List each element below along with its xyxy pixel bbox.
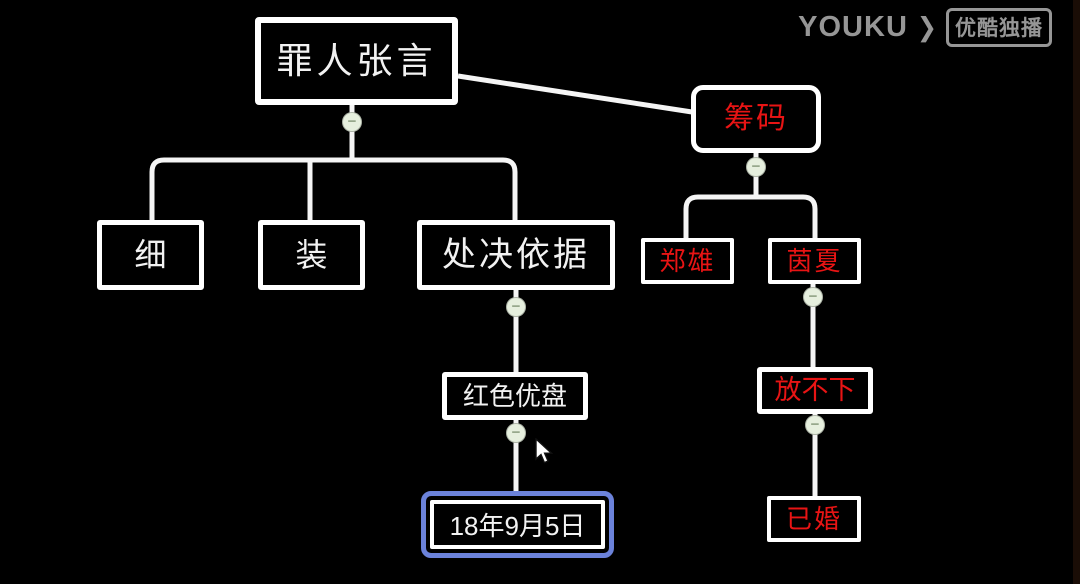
node-date-selected[interactable]: 18年9月5日 (421, 491, 614, 558)
node-cant-let-go-label: 放不下 (774, 375, 856, 405)
minus-icon: − (751, 158, 761, 175)
play-chevron-icon: ❯ (916, 12, 937, 43)
node-zheng-xiong-label: 郑雄 (659, 246, 716, 276)
node-yin-xia-label: 茵夏 (786, 246, 843, 276)
collapse-toggle-yin-xia[interactable]: − (803, 287, 823, 307)
exclusive-badge: 优酷独播 (946, 8, 1052, 47)
collapse-toggle-root[interactable]: − (342, 112, 362, 132)
minus-icon: − (511, 424, 521, 441)
node-red-usb-label: 红色优盘 (462, 381, 567, 411)
collapse-toggle-execution-basis[interactable]: − (506, 297, 526, 317)
collapse-toggle-chips[interactable]: − (746, 157, 766, 177)
minus-icon: − (810, 416, 820, 433)
youku-logo-text: YOUKU (798, 10, 908, 43)
node-date-label: 18年9月5日 (449, 511, 586, 541)
connector-line (683, 194, 818, 242)
node-execution-basis-label: 处决依据 (442, 236, 590, 274)
minus-icon: − (511, 298, 521, 315)
node-married[interactable]: 已婚 (767, 496, 861, 542)
minus-icon: − (347, 113, 357, 130)
screen-edge-vignette (1073, 0, 1080, 584)
node-chips-label: 筹码 (724, 102, 788, 135)
connector-line (457, 73, 693, 115)
node-execution-basis[interactable]: 处决依据 (417, 220, 615, 290)
minus-icon: − (808, 288, 818, 305)
node-yin-xia[interactable]: 茵夏 (768, 238, 861, 284)
node-root-label: 罪人张言 (276, 40, 437, 81)
collapse-toggle-red-usb[interactable]: − (506, 423, 526, 443)
node-zhuang[interactable]: 装 (258, 220, 365, 290)
node-xi[interactable]: 细 (97, 220, 204, 290)
node-married-label: 已婚 (785, 504, 842, 534)
node-zhuang-label: 装 (295, 237, 328, 273)
node-cant-let-go[interactable]: 放不下 (757, 367, 873, 414)
youku-watermark: YOUKU ❯ 优酷独播 (798, 7, 1052, 47)
node-red-usb[interactable]: 红色优盘 (442, 372, 588, 420)
node-chips[interactable]: 筹码 (691, 85, 821, 153)
node-xi-label: 细 (134, 237, 167, 273)
mouse-cursor-icon (535, 438, 554, 464)
collapse-toggle-cant-let-go[interactable]: − (805, 415, 825, 435)
node-date[interactable]: 18年9月5日 (430, 500, 605, 549)
connector-line (149, 157, 518, 224)
node-zheng-xiong[interactable]: 郑雄 (641, 238, 734, 284)
node-root[interactable]: 罪人张言 (255, 17, 458, 105)
